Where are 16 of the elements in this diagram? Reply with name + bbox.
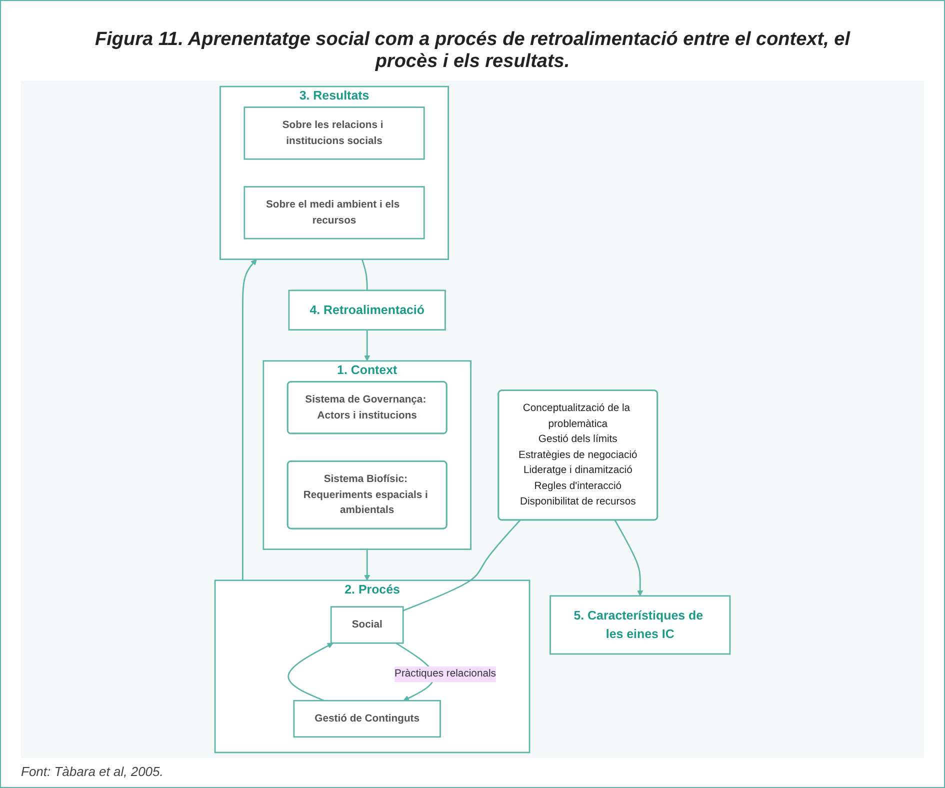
node-box: Sobre el medi ambient i els recursos [244,186,425,240]
node-box: Gestió de Continguts [293,700,441,738]
edge-label: Pràctiques relacionals [394,668,496,680]
arrow [364,330,370,362]
arrow [614,520,644,596]
source-caption: Font: Tàbara et al, 2005. [21,764,164,779]
node-box: 4. Retroalimentació [288,290,446,330]
node-box: Sobre les relacions i institucions socials [244,106,425,160]
arrow [364,549,370,581]
node-box: 5. Característiques de les eines IC [550,595,731,655]
arrow [242,259,257,580]
figure-title: Figura 11. Aprenentatge social com a procés de retroalimentació entre el context, el procès i els resultats. [94,29,852,73]
arrow [288,642,334,702]
node-box: Social [330,606,404,644]
connector [361,259,368,290]
connector [402,520,521,612]
